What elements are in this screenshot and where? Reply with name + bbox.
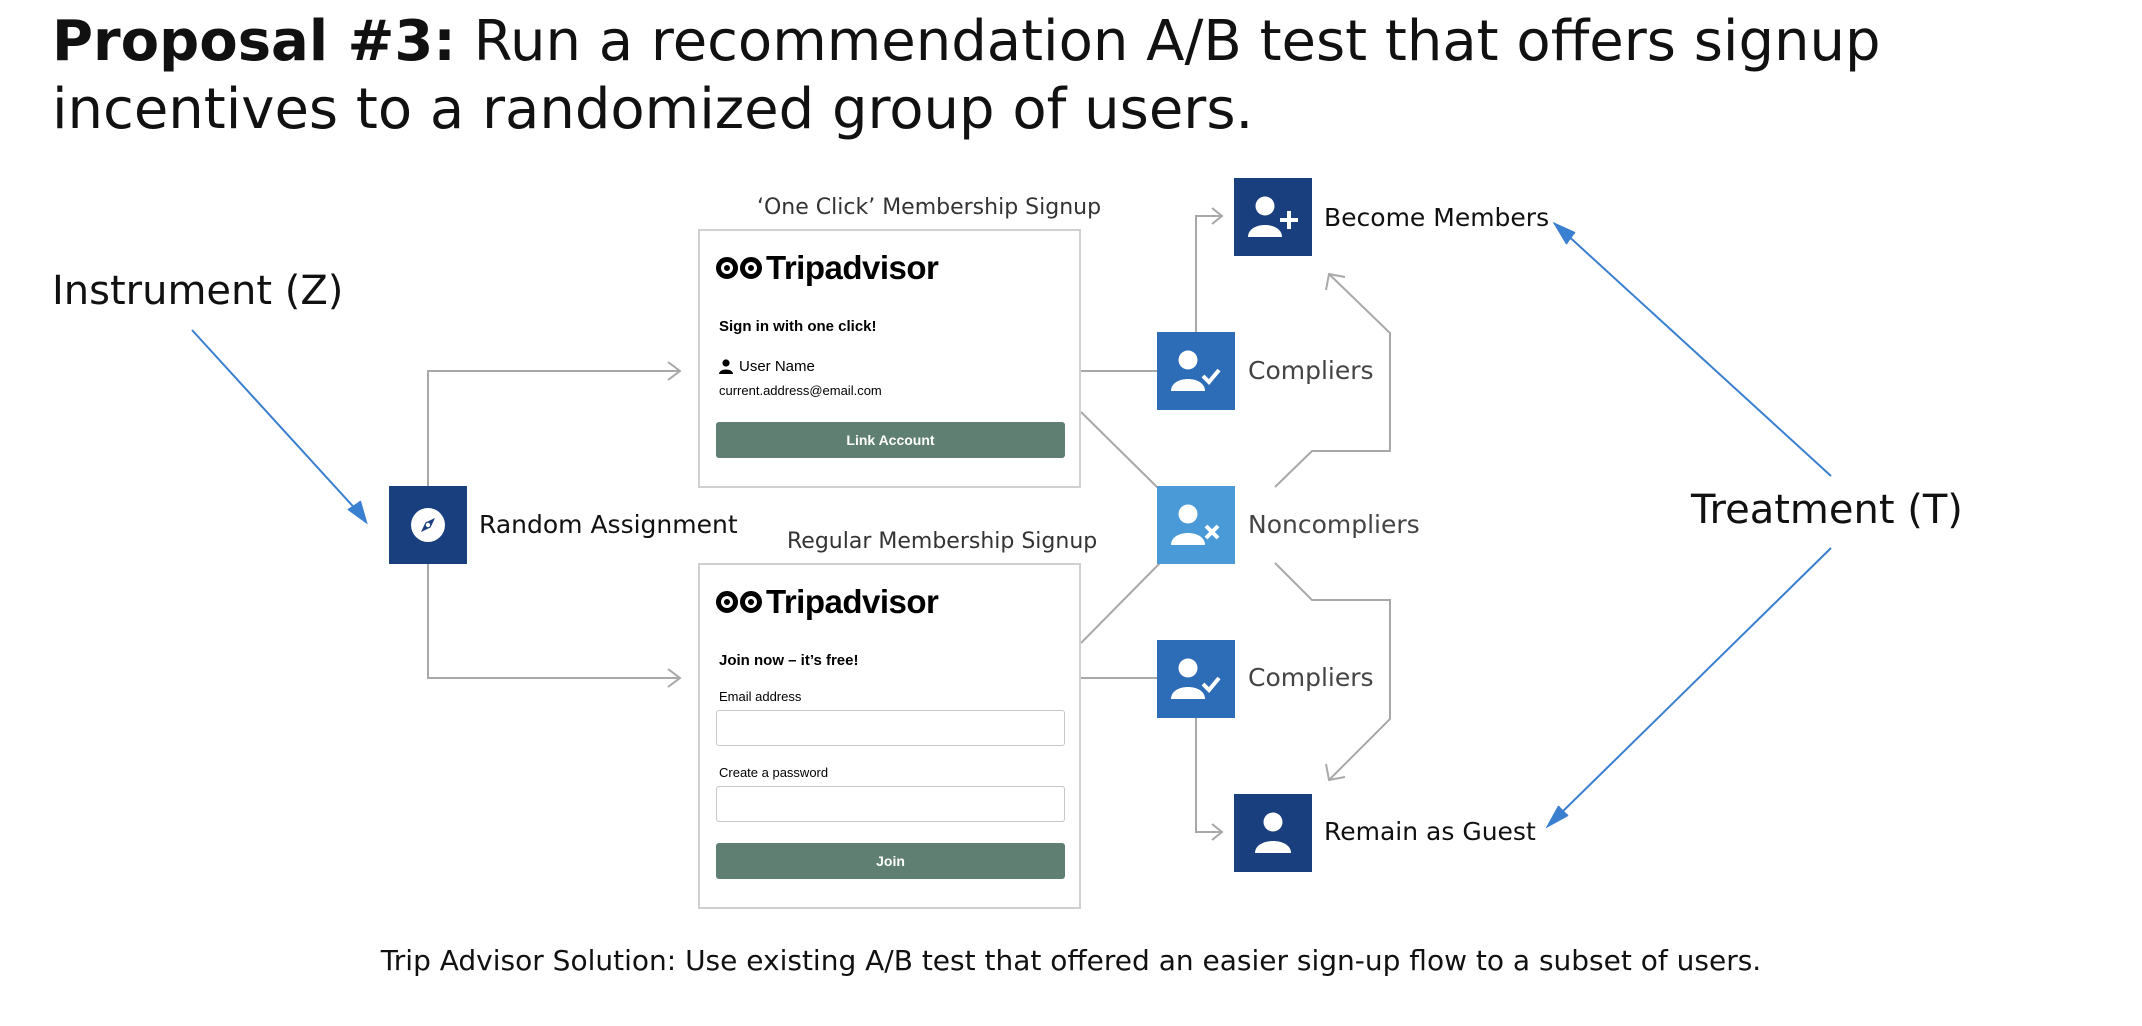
owl-icon <box>716 591 762 613</box>
random-assignment-box <box>389 486 467 564</box>
arrowhead <box>667 361 682 381</box>
user-icon <box>719 359 733 374</box>
footer-caption: Trip Advisor Solution: Use existing A/B … <box>380 944 1762 977</box>
page-title: Proposal #3: Run a recommendation A/B te… <box>52 8 2092 144</box>
user-check-icon <box>1171 658 1221 699</box>
connector-noncompliers-to-guest <box>1274 562 1391 780</box>
current-email: current.address@email.com <box>719 383 882 398</box>
compliers-top-label: Compliers <box>1248 356 1374 385</box>
create-password-input[interactable] <box>716 786 1065 822</box>
user-icon <box>1255 812 1291 853</box>
connector-compliers-to-guest <box>1195 718 1222 833</box>
regular-signup-card: Tripadvisor Join now – it’s free! Email … <box>698 563 1081 909</box>
connector-assign-to-regular <box>427 564 678 679</box>
brand-name: Tripadvisor <box>766 249 939 286</box>
brand-name: Tripadvisor <box>766 583 939 620</box>
instrument-pointer-arrow <box>191 329 361 515</box>
user-check-icon <box>1171 350 1221 391</box>
treatment-label: Treatment (T) <box>1691 487 1963 533</box>
arrowhead <box>1325 272 1346 291</box>
user-x-icon <box>1171 504 1220 545</box>
email-address-input[interactable] <box>716 710 1065 746</box>
connector-regular-to-noncompliers <box>1080 562 1161 644</box>
noncompliers-box <box>1157 486 1235 564</box>
title-bold: Proposal #3: <box>52 9 456 74</box>
user-name-label: User Name <box>739 358 815 375</box>
connector-assign-to-oneclick <box>427 370 678 522</box>
arrowhead <box>1211 823 1224 841</box>
compliers-bottom-box <box>1157 640 1235 718</box>
become-members-box <box>1234 178 1312 256</box>
one-click-caption: ‘One Click’ Membership Signup <box>757 195 1102 220</box>
one-click-signup-card: Tripadvisor Sign in with one click! User… <box>698 229 1081 488</box>
instrument-label: Instrument (Z) <box>52 268 344 314</box>
title-text: Run a recommendation A/B test that offer… <box>52 9 1881 142</box>
connector-compliers-to-members <box>1195 215 1222 332</box>
tripadvisor-logo: Tripadvisor <box>716 249 939 287</box>
connector-oneclick-to-noncompliers <box>1080 411 1161 491</box>
regular-heading: Join now – it’s free! <box>719 652 859 669</box>
user-name-row: User Name <box>719 358 815 375</box>
remain-guest-label: Remain as Guest <box>1324 817 1536 846</box>
remain-guest-box <box>1234 794 1312 872</box>
treatment-pointer-down-arrow <box>1555 547 1832 819</box>
link-account-button[interactable]: Link Account <box>716 422 1065 458</box>
regular-caption: Regular Membership Signup <box>787 529 1098 554</box>
become-members-label: Become Members <box>1324 203 1550 232</box>
create-password-label: Create a password <box>719 765 829 780</box>
connector-noncompliers-to-members <box>1274 274 1391 488</box>
random-assignment-label: Random Assignment <box>479 510 738 539</box>
user-add-icon <box>1248 196 1298 237</box>
arrowhead <box>1325 763 1346 782</box>
owl-icon <box>716 257 762 279</box>
tripadvisor-logo: Tripadvisor <box>716 583 939 621</box>
compass-icon <box>411 508 445 542</box>
compliers-top-box <box>1157 332 1235 410</box>
email-address-label: Email address <box>719 689 802 704</box>
arrowhead <box>667 668 682 688</box>
treatment-pointer-up-arrow <box>1563 231 1832 477</box>
noncompliers-label: Noncompliers <box>1248 510 1420 539</box>
arrowhead <box>1211 207 1224 225</box>
one-click-heading: Sign in with one click! <box>719 318 877 335</box>
compliers-bottom-label: Compliers <box>1248 663 1374 692</box>
join-button[interactable]: Join <box>716 843 1065 879</box>
